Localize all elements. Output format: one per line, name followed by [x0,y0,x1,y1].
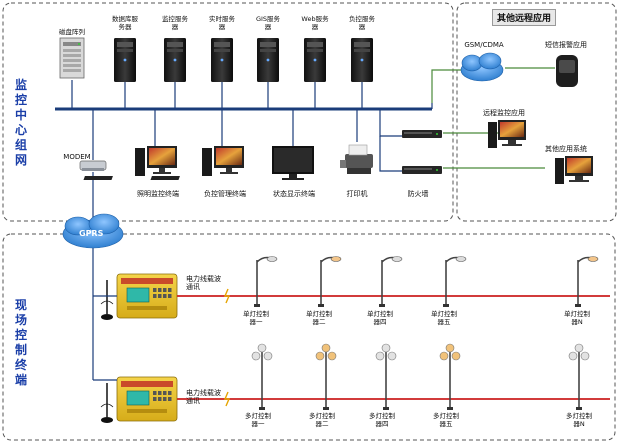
single-lamp-label-5: 单灯控制器五 [431,310,457,326]
disk-array-icon [59,37,85,79]
multi-lamp-label-1: 多灯控制器一 [245,412,271,428]
multi-lamp-2-icon [315,343,337,410]
powerline-comm-label-1: 电力线载波通讯 [186,275,221,291]
other-remote-title: 其他远程应用 [492,9,557,26]
field-devices [93,256,610,423]
single-lamp-label-4: 单灯控制器四 [367,310,393,326]
multi-lamp-label-2: 多灯控制器二 [309,412,335,428]
modem-label: MODEM [63,153,91,161]
multi-lamp-label-5: 多灯控制器五 [433,412,459,428]
monitor-server-icon [164,38,186,82]
mobile-phone-icon [556,55,578,87]
multi-lamp-n-icon [568,343,590,410]
powerline-comm-label-2: 电力线载波通讯 [186,389,221,405]
multi-lamp-5-icon [439,343,461,410]
multi-lamp-label-n: 多灯控制器N [566,412,592,428]
server-label-disk-array: 磁盘阵列 [59,28,85,36]
single-lamp-label-1: 单灯控制器一 [243,310,269,326]
roadlight-monitor-label: 照明监控终端 [137,190,179,198]
single-lamp-1-icon [254,256,278,307]
load-mgmt-label: 负控管理终端 [204,190,246,198]
modem-icon [79,160,107,171]
switch-upper-icon [402,130,442,138]
field-control-frame [2,233,616,441]
web-server-icon [304,38,326,82]
pc-roadlight-monitor-icon [83,146,177,180]
realtime-server-icon [211,38,233,82]
powerline-bolt-1 [223,288,231,304]
remote-devices [460,52,593,184]
server-label-database: 数据库服务器 [112,15,138,31]
remote-monitor-pc-icon [488,120,526,148]
terminal-drops [92,103,433,172]
field-control-title: 现场控制终端 [14,298,27,387]
printer-label: 打印机 [346,190,368,198]
monitor-center-frame [2,2,454,222]
gsm-cloud-icon [460,52,504,82]
sms-app-label: 短信报警应用 [545,41,587,49]
multi-lamp-4-icon [375,343,397,410]
other-system-label: 其他应用系统 [545,145,587,153]
printer-icon [340,144,373,174]
server-label-monitor: 监控服务器 [162,15,188,31]
status-display-icon [272,146,314,180]
server-drops [71,80,363,109]
database-server-icon [114,38,136,82]
single-lamp-5-icon [443,256,467,307]
server-label-gis: GIS服务器 [255,15,281,31]
multi-lamp-1-icon [251,343,273,410]
pc-load-mgmt-icon [150,146,244,180]
controller-single-lamp-icon [100,273,178,320]
gprs-cloud-icon [62,213,124,249]
server-label-web: Web服务器 [301,15,329,31]
remote-monitor-label: 远程监控应用 [483,109,525,117]
server-label-realtime: 实时服务器 [209,15,235,31]
remote-links [431,67,555,169]
single-lamp-n-icon [575,256,599,307]
monitor-center-title: 监控中心组网 [14,78,27,167]
single-lamp-4-icon [379,256,403,307]
single-lamp-2-icon [318,256,342,307]
multi-lamp-label-4: 多灯控制器四 [369,412,395,428]
other-remote-frame [456,2,617,222]
single-lamp-label-n: 单灯控制器N [564,310,590,326]
gis-server-icon [257,38,279,82]
firewall-label: 防火墙 [407,190,429,198]
terminals [79,130,442,180]
load-control-server-icon [351,38,373,82]
powerline-bolt-2 [223,391,231,407]
other-system-pc-icon [555,156,593,184]
controller-multi-lamp-icon [100,376,178,423]
servers [59,37,373,82]
gprs-label: GPRS [79,229,104,238]
server-label-load-control: 负控服务器 [349,15,375,31]
status-display-label: 状态显示终端 [273,190,315,198]
firewall-icon [402,166,442,174]
gsm-label: GSM/CDMA [464,41,504,49]
single-lamp-label-2: 单灯控制器二 [306,310,332,326]
